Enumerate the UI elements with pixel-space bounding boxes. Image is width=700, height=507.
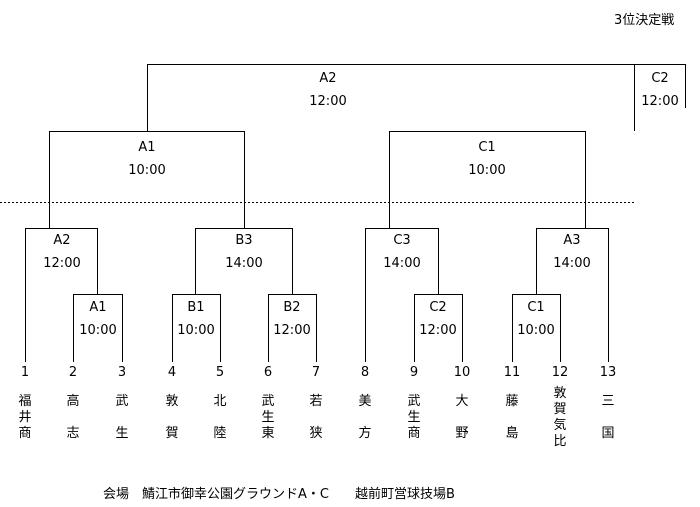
- team-number: 13: [599, 365, 617, 380]
- team-number: 9: [409, 365, 419, 380]
- r4-court: C2: [429, 300, 447, 315]
- r1-time: 10:00: [79, 323, 117, 338]
- third-place-title: 3位決定戦: [614, 13, 675, 28]
- final-time: 12:00: [309, 94, 347, 109]
- semi-left-time: 10:00: [128, 163, 166, 178]
- team-name: 敦賀: [165, 394, 179, 441]
- q1-time: 12:00: [43, 256, 81, 271]
- third-place-court: C2: [651, 71, 669, 86]
- team-number: 5: [215, 365, 225, 380]
- team-name: 武生商: [407, 394, 421, 441]
- final-court: A2: [319, 71, 337, 86]
- q2-bracket: [195, 228, 293, 294]
- team-name: 武生: [115, 394, 129, 441]
- q3-bracket: [365, 228, 439, 362]
- q2-time: 14:00: [225, 256, 263, 271]
- r1-court: A1: [89, 300, 107, 315]
- team-name: 藤島: [505, 394, 519, 441]
- team-number: 3: [117, 365, 127, 380]
- team-number: 4: [167, 365, 177, 380]
- team-number: 1: [20, 365, 30, 380]
- r2-bracket: [172, 294, 221, 362]
- q4-time: 14:00: [553, 256, 591, 271]
- r2-court: B1: [187, 300, 205, 315]
- semi-left-court: A1: [138, 140, 156, 155]
- team-name: 北陸: [213, 394, 227, 441]
- r1-bracket: [73, 294, 123, 362]
- team-number: 2: [68, 365, 78, 380]
- r5-bracket: [512, 294, 561, 362]
- q1-bracket: [25, 228, 98, 362]
- team-name: 高志: [66, 394, 80, 441]
- semi-right-court: C1: [478, 140, 496, 155]
- third-place-time: 12:00: [641, 94, 679, 109]
- r3-bracket: [268, 294, 317, 362]
- team-number: 8: [360, 365, 370, 380]
- team-number: 11: [503, 365, 521, 380]
- team-name: 敦賀気比: [553, 386, 567, 449]
- team-name: 若狭: [309, 394, 323, 441]
- r5-time: 10:00: [517, 323, 555, 338]
- team-number: 12: [551, 365, 569, 380]
- third-place-bracket: [634, 64, 686, 108]
- r4-bracket: [414, 294, 463, 362]
- team-number: 7: [311, 365, 321, 380]
- q3-time: 14:00: [383, 256, 421, 271]
- venue-note: 会場 鯖江市御幸公園グラウンドA・C 越前町営球技場B: [103, 487, 455, 502]
- team-name: 美方: [358, 394, 372, 441]
- r2-time: 10:00: [177, 323, 215, 338]
- q3-court: C3: [393, 233, 411, 248]
- r5-court: C1: [527, 300, 545, 315]
- r4-time: 12:00: [419, 323, 457, 338]
- r3-court: B2: [283, 300, 301, 315]
- q4-bracket: [536, 228, 609, 362]
- r3-time: 12:00: [273, 323, 311, 338]
- team-number: 6: [263, 365, 273, 380]
- team-name: 大野: [455, 394, 469, 441]
- team-name: 福井商: [18, 394, 32, 441]
- team-name: 武生東: [261, 394, 275, 441]
- team-number: 10: [453, 365, 471, 380]
- q2-court: B3: [235, 233, 253, 248]
- semi-right-bracket: [389, 131, 586, 228]
- q1-court: A2: [53, 233, 71, 248]
- team-name: 三国: [601, 394, 615, 441]
- semi-right-time: 10:00: [468, 163, 506, 178]
- semi-left-bracket: [49, 131, 245, 228]
- final-bracket: [147, 64, 635, 131]
- q4-court: A3: [563, 233, 581, 248]
